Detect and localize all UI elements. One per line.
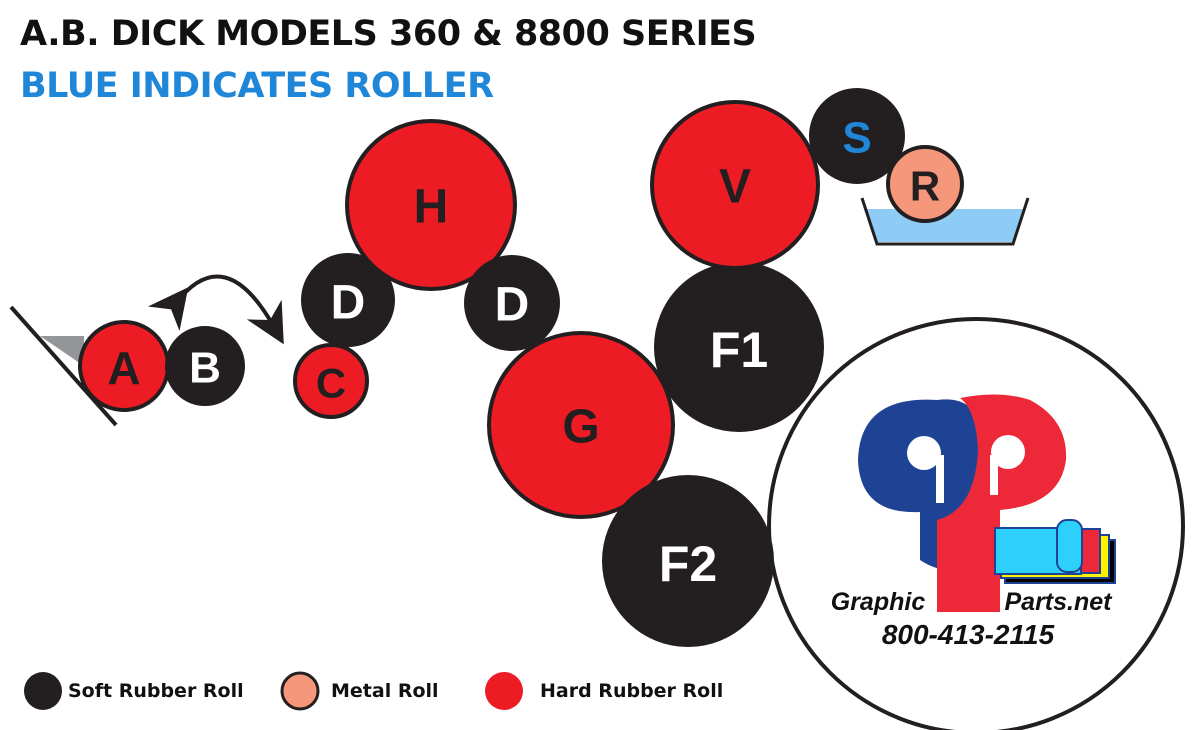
roller-s-label: S xyxy=(842,114,871,163)
graphicparts-logo xyxy=(858,394,1116,612)
water-tray xyxy=(860,197,1030,246)
roller-f2-label: F2 xyxy=(659,536,717,592)
roller-d-left-label: D xyxy=(331,277,366,330)
legend-hard-label: Hard Rubber Roll xyxy=(540,680,724,702)
page-subtitle: BLUE INDICATES ROLLER xyxy=(20,66,494,106)
roller-b-label: B xyxy=(189,344,221,393)
roller-r xyxy=(886,145,964,223)
legend-metal-swatch xyxy=(280,671,320,711)
fountain-wedge xyxy=(40,336,84,366)
roller-f1-label: F1 xyxy=(710,322,768,378)
roller-f2 xyxy=(602,475,774,647)
roller-d-right-label: D xyxy=(495,279,530,332)
legend-metal-label: Metal Roll xyxy=(331,680,439,702)
roller-a-label: A xyxy=(107,342,140,394)
roller-r-label: R xyxy=(910,163,940,210)
logo-brand-right: Parts.net xyxy=(1005,588,1114,616)
logo-brand-left: Graphic xyxy=(831,588,926,616)
fountain-blade xyxy=(9,305,118,427)
roller-h xyxy=(345,119,517,291)
roller-v xyxy=(650,100,820,270)
roller-d-right xyxy=(464,255,560,351)
roller-h-label: H xyxy=(414,181,449,234)
roller-b xyxy=(165,326,245,406)
page-title: A.B. DICK MODELS 360 & 8800 SERIES xyxy=(20,14,757,54)
roller-c xyxy=(293,343,369,419)
legend-hard-swatch xyxy=(485,672,523,710)
roller-g xyxy=(487,331,675,519)
legend-soft-swatch xyxy=(24,672,62,710)
roller-d-left xyxy=(301,253,395,347)
roller-v-label: V xyxy=(719,161,751,214)
swing-arrow-icon xyxy=(147,274,284,345)
logo-phone: 800-413-2115 xyxy=(882,619,1055,650)
roller-c-label: C xyxy=(316,360,346,407)
roller-s xyxy=(809,88,905,184)
legend-soft-label: Soft Rubber Roll xyxy=(68,680,244,702)
roller-g-label: G xyxy=(562,401,599,454)
